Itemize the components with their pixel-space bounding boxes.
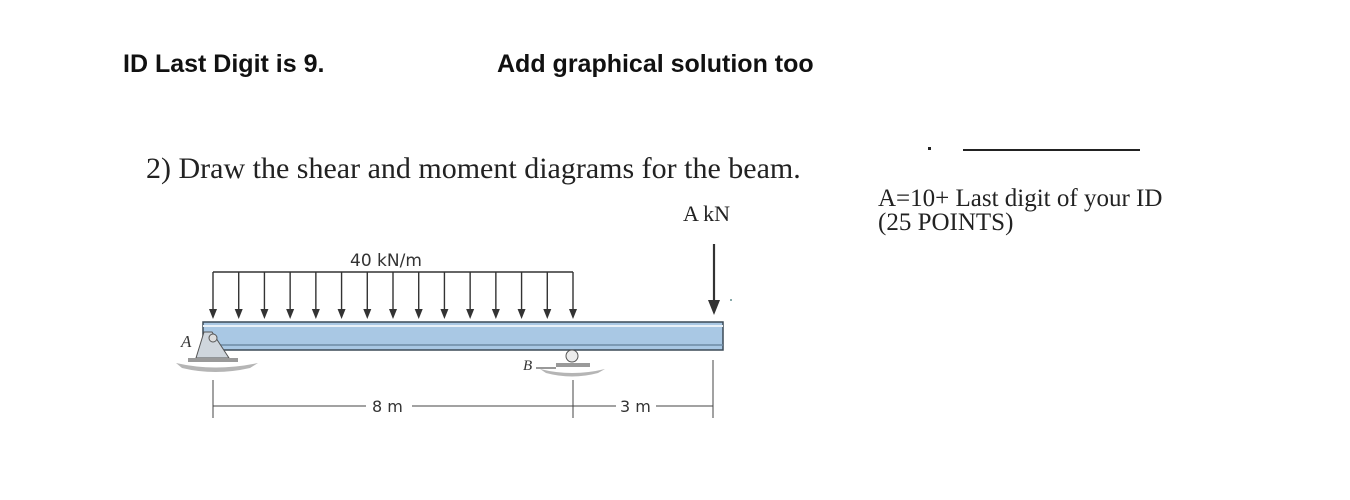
load-arrow-head bbox=[569, 309, 577, 319]
load-arrow-head bbox=[517, 309, 526, 319]
load-arrow-head bbox=[491, 309, 500, 319]
support-b-ground bbox=[540, 369, 605, 377]
load-arrow-head bbox=[440, 309, 449, 319]
load-arrows bbox=[209, 272, 577, 319]
instruction-text: Add graphical solution too bbox=[497, 50, 814, 78]
id-note: ID Last Digit is 9. bbox=[123, 50, 325, 78]
point-load-arrow bbox=[708, 244, 720, 315]
load-arrow-head bbox=[466, 309, 475, 319]
dimension-lines bbox=[212, 360, 714, 418]
stray-mark bbox=[928, 147, 931, 150]
dimension-1-label: 8 m bbox=[372, 397, 403, 416]
load-arrow-head bbox=[209, 309, 217, 319]
side-note: A=10+ Last digit of your ID (25 POINTS) bbox=[878, 185, 1163, 236]
side-note-line-2: (25 POINTS) bbox=[878, 209, 1014, 236]
support-a-pin bbox=[176, 331, 258, 372]
support-b-label: B bbox=[523, 358, 532, 374]
load-arrow-head bbox=[389, 309, 397, 319]
support-b-roller bbox=[540, 349, 605, 377]
load-arrow-head bbox=[311, 309, 320, 319]
load-arrow-head bbox=[363, 309, 372, 319]
support-a-label: A bbox=[180, 332, 192, 351]
stray-dot bbox=[730, 299, 732, 301]
problem-statement: 2) Draw the shear and moment diagrams fo… bbox=[146, 152, 801, 185]
load-arrow-head bbox=[260, 309, 269, 319]
load-arrow-head bbox=[337, 309, 346, 319]
load-arrow-head bbox=[286, 309, 295, 319]
load-arrow-head bbox=[543, 309, 552, 319]
distributed-load bbox=[209, 271, 577, 319]
side-note-line-1: A=10+ Last digit of your ID bbox=[878, 185, 1163, 212]
beam bbox=[202, 321, 724, 351]
support-a-ground bbox=[176, 363, 258, 372]
distributed-load-label: 40 kN/m bbox=[350, 251, 422, 271]
dimension-2-label: 3 m bbox=[620, 397, 651, 416]
load-arrow-head bbox=[414, 309, 423, 319]
point-load-label: A kN bbox=[683, 201, 730, 226]
load-arrow-head bbox=[234, 309, 243, 319]
